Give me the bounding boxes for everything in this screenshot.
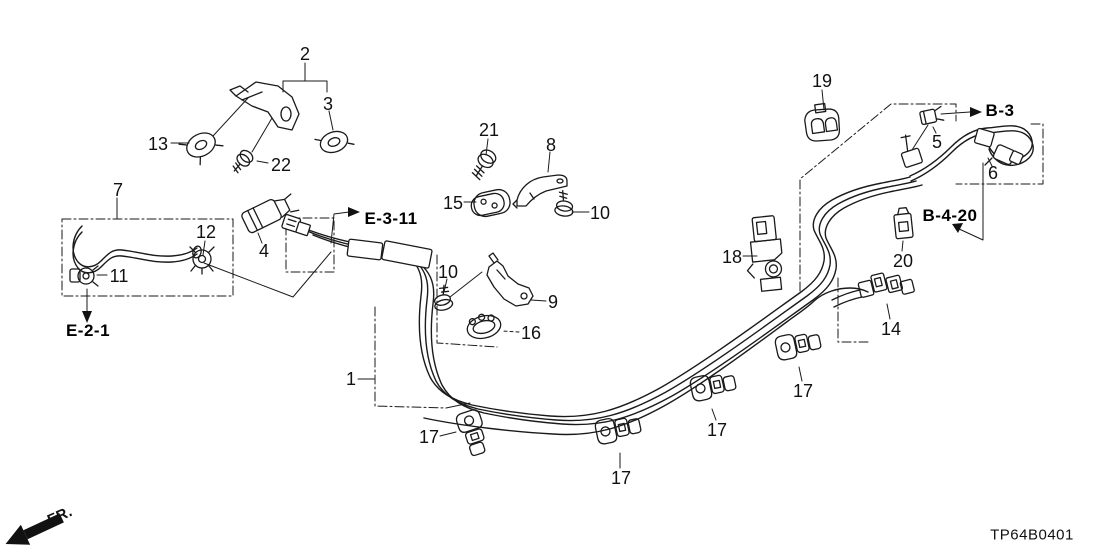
- part-17-clamp-icon: [773, 327, 823, 362]
- pipe-sleeves: [346, 238, 433, 269]
- part-17-clamp-icon: [454, 407, 492, 459]
- part-3-grommet-icon: [314, 130, 355, 154]
- part-19-clamp-icon: [804, 102, 841, 142]
- part-1-bracket: [374, 306, 447, 409]
- callout-part-6: 6: [987, 163, 999, 183]
- callout-part-1: 1: [345, 369, 357, 389]
- part-5-clip-icon: [919, 105, 945, 126]
- callout-part-7: 7: [112, 180, 124, 200]
- callout-part-5: 5: [931, 132, 943, 152]
- b-3-arrowhead: [970, 107, 982, 117]
- part-16-grommet-icon: [466, 313, 502, 340]
- pipe-end-stubs: [831, 289, 863, 308]
- part-9-bracket-icon: [486, 252, 534, 307]
- ref-b-4-20: B-4-20: [922, 206, 978, 225]
- callout-part-22: 22: [270, 155, 292, 175]
- callout-part-14: 14: [880, 319, 902, 339]
- part-10-bolt-mid-icon: [434, 284, 454, 311]
- part-21-bolt-icon: [471, 149, 497, 181]
- phantom-outlines: [61, 103, 1044, 409]
- parts: [69, 81, 1024, 459]
- diagram-code: TP64B0401: [990, 526, 1074, 544]
- callout-part-10: 10: [589, 203, 611, 223]
- callout-part-13: 13: [147, 134, 169, 154]
- ref-e-3-11: E-3-11: [364, 209, 418, 228]
- hose-7-box: [61, 218, 234, 297]
- callout-part-9: 9: [547, 292, 559, 312]
- part-12-clamp-icon: [189, 246, 215, 275]
- part-18-bracket-icon: [746, 215, 783, 292]
- fr-arrow-icon: [5, 513, 64, 545]
- reference-arrows: [82, 107, 982, 323]
- fourth-pipe: [423, 287, 869, 436]
- part-8-bracket-icon: [512, 174, 568, 209]
- ref-b-3: B-3: [985, 101, 1015, 120]
- right-assembly-outline: [799, 103, 957, 292]
- callout-part-3: 3: [322, 94, 334, 114]
- inlet-connector-icon: [281, 214, 311, 237]
- callout-part-17: 17: [610, 468, 632, 488]
- subassembly-box: [436, 254, 498, 348]
- callout-part-10: 10: [437, 262, 459, 282]
- part-4-joint-icon: [241, 193, 300, 234]
- leader-lines: [96, 62, 993, 469]
- callout-part-15: 15: [442, 193, 464, 213]
- callout-part-18: 18: [721, 247, 743, 267]
- part-20-clip-icon: [893, 207, 914, 240]
- callout-part-4: 4: [258, 241, 270, 261]
- callout-part-19: 19: [811, 71, 833, 91]
- ref-e-2-1: E-2-1: [65, 321, 111, 340]
- callout-part-17: 17: [792, 381, 814, 401]
- leader-16-dashed: [501, 330, 520, 333]
- callout-part-11: 11: [109, 266, 129, 286]
- e-3-11-arrowhead: [348, 207, 360, 217]
- pipe-joint-icon: [900, 134, 923, 168]
- part-2-bracket-icon: [229, 81, 300, 131]
- callout-part-2: 2: [299, 44, 311, 64]
- part-11-clamp-icon: [69, 265, 99, 287]
- callout-part-20: 20: [892, 251, 914, 271]
- e-2-1-arrowhead: [82, 311, 92, 323]
- inlet-connector-box: [285, 217, 335, 273]
- part-13-grommet-icon: [178, 132, 224, 166]
- callout-part-16: 16: [520, 323, 542, 343]
- part-22-bolt-icon: [232, 149, 254, 174]
- callout-part-17: 17: [418, 427, 440, 447]
- hose-7: [72, 225, 202, 274]
- part-6-bracket: [955, 123, 1044, 185]
- callout-part-12: 12: [195, 222, 217, 242]
- callout-part-8: 8: [545, 135, 557, 155]
- part-15-grommet-icon: [470, 188, 511, 218]
- clip-20-outline: [837, 277, 871, 343]
- part-10-bolt-upper-icon: [554, 189, 574, 217]
- callout-part-21: 21: [478, 120, 500, 140]
- part-14-clamp-icon: [857, 272, 915, 298]
- callout-part-17: 17: [706, 420, 728, 440]
- b-4-20-arrowhead: [952, 223, 963, 233]
- part-6-connector-icon: [973, 127, 1024, 166]
